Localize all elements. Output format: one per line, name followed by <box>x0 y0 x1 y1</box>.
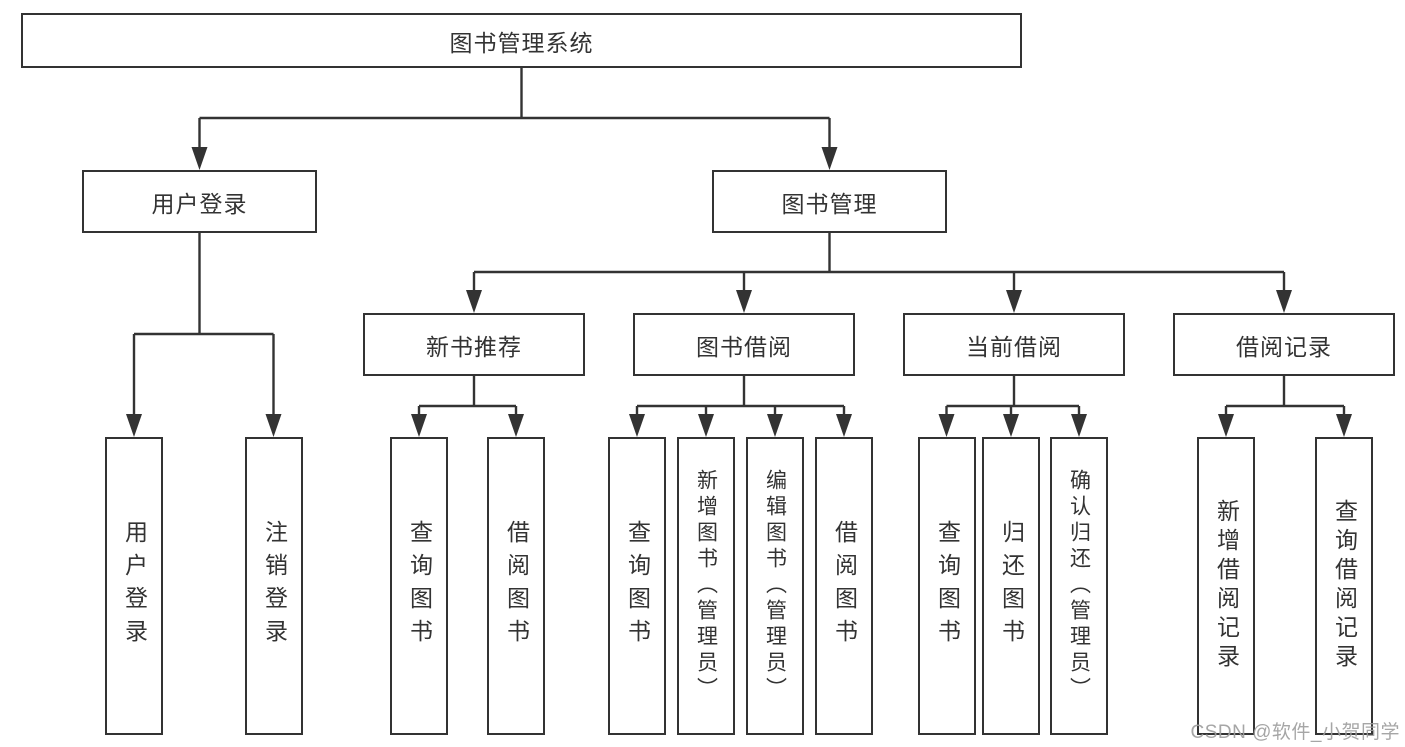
node-current-borrow: 当前借阅 <box>903 313 1125 376</box>
leaf-label: 查询借阅记录 <box>1331 499 1358 673</box>
node-label: 图书借阅 <box>696 333 792 360</box>
node-label: 图书管理 <box>781 190 878 217</box>
leaf-borrow-books: 借阅图书 <box>815 437 873 735</box>
leaf-query-books: 查询图书 <box>918 437 976 735</box>
leaf-label: 新增图书（管理员） <box>694 469 718 703</box>
leaf-logout: 注销登录 <box>245 437 303 735</box>
node-label: 借阅记录 <box>1236 333 1332 360</box>
leaf-label: 查询图书 <box>624 520 651 652</box>
leaf-label: 注销登录 <box>261 520 288 652</box>
leaf-add-books-admin: 新增图书（管理员） <box>677 437 735 735</box>
leaf-label: 确认归还（管理员） <box>1067 469 1091 703</box>
leaf-query-books: 查询图书 <box>390 437 448 735</box>
leaf-query-borrow-record: 查询借阅记录 <box>1315 437 1373 735</box>
leaf-label: 查询图书 <box>934 520 961 652</box>
leaf-query-books: 查询图书 <box>608 437 666 735</box>
leaf-add-borrow-record: 新增借阅记录 <box>1197 437 1255 735</box>
node-user-login: 用户登录 <box>82 170 317 233</box>
leaf-label: 用户登录 <box>121 520 148 652</box>
node-library-management-system: 图书管理系统 <box>21 13 1022 68</box>
leaf-label: 编辑图书（管理员） <box>763 469 787 703</box>
node-book-borrow: 图书借阅 <box>633 313 855 376</box>
node-label: 图书管理系统 <box>449 29 594 56</box>
csdn-watermark: CSDN @软件_小贺同学 <box>1190 722 1400 743</box>
node-borrow-record: 借阅记录 <box>1173 313 1395 376</box>
leaf-label: 新增借阅记录 <box>1213 499 1240 673</box>
node-label: 新书推荐 <box>426 333 522 360</box>
leaf-edit-books-admin: 编辑图书（管理员） <box>746 437 804 735</box>
leaf-borrow-books: 借阅图书 <box>487 437 545 735</box>
leaf-label: 归还图书 <box>998 520 1025 652</box>
connector-paths <box>132 68 1346 416</box>
node-label: 用户登录 <box>151 190 248 217</box>
arrowheads <box>126 147 1352 437</box>
leaf-label: 查询图书 <box>406 520 433 652</box>
leaf-confirm-return-admin: 确认归还（管理员） <box>1050 437 1108 735</box>
node-new-book-recommend: 新书推荐 <box>363 313 585 376</box>
leaf-label: 借阅图书 <box>503 520 530 652</box>
leaf-return-books: 归还图书 <box>982 437 1040 735</box>
leaf-user-login: 用户登录 <box>105 437 163 735</box>
leaf-label: 借阅图书 <box>831 520 858 652</box>
node-label: 当前借阅 <box>966 333 1062 360</box>
node-book-management: 图书管理 <box>712 170 947 233</box>
